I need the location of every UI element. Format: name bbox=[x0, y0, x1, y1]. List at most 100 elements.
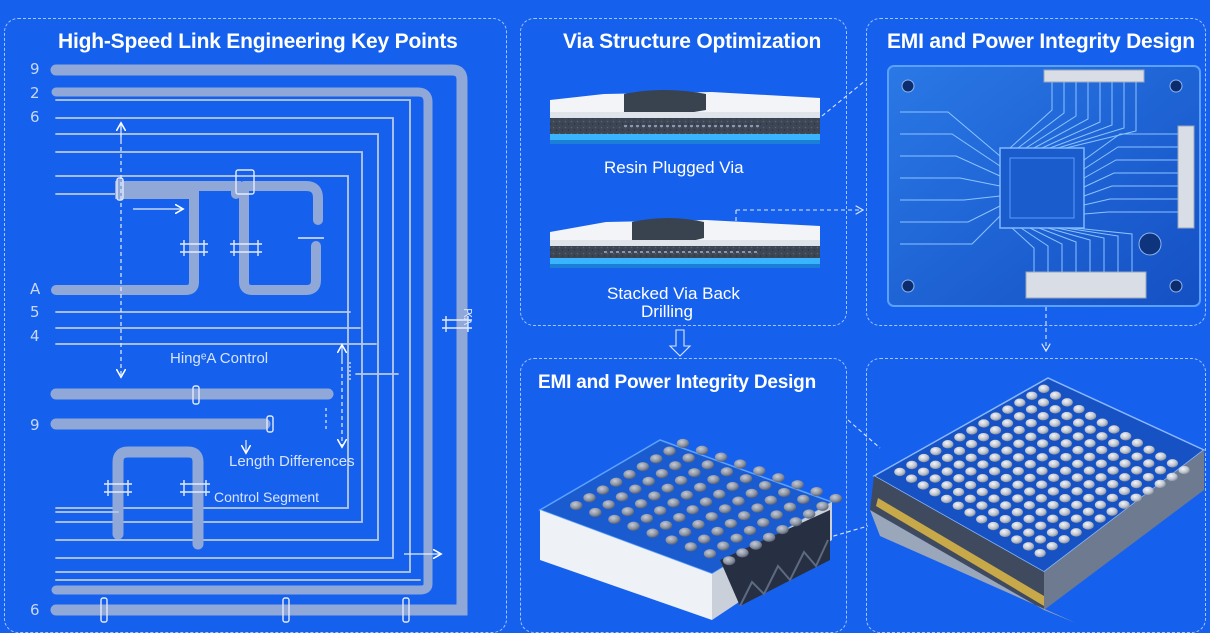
via-panel-frame bbox=[520, 18, 847, 326]
solder-ball bbox=[894, 467, 906, 477]
solder-ball bbox=[646, 528, 659, 538]
solder-ball bbox=[688, 468, 701, 478]
solder-ball bbox=[1025, 418, 1037, 428]
solder-ball bbox=[1048, 446, 1060, 455]
solder-ball bbox=[751, 503, 764, 513]
pcb-trace bbox=[1047, 227, 1091, 272]
solder-ball bbox=[941, 494, 953, 504]
control-segment-label: Control Segment bbox=[214, 489, 320, 505]
solder-ball bbox=[734, 459, 747, 469]
solder-ball bbox=[1059, 507, 1071, 517]
solder-ball bbox=[1037, 439, 1049, 448]
solder-ball bbox=[1083, 480, 1095, 489]
solder-ball bbox=[990, 412, 1002, 421]
solder-ball bbox=[1154, 466, 1167, 475]
solder-ball bbox=[918, 453, 930, 463]
solder-ball bbox=[797, 494, 810, 504]
solder-ball bbox=[1130, 479, 1143, 489]
solder-ball bbox=[663, 446, 676, 456]
solder-ball bbox=[816, 501, 829, 511]
solder-ball bbox=[1011, 535, 1023, 544]
resin-plugged-via-graphic bbox=[550, 90, 820, 144]
solder-ball bbox=[615, 492, 629, 502]
solder-ball bbox=[705, 512, 718, 522]
pcb-trace bbox=[900, 215, 1001, 245]
solder-ball bbox=[1096, 445, 1108, 455]
solder-ball bbox=[673, 512, 686, 523]
solder-ball bbox=[642, 476, 655, 486]
solder-ball bbox=[1082, 521, 1094, 530]
solder-ball bbox=[965, 453, 977, 462]
solder-ball bbox=[1012, 480, 1024, 490]
solder-ball bbox=[764, 495, 778, 505]
solder-ball bbox=[1154, 479, 1166, 489]
solder-ball bbox=[596, 485, 610, 495]
pcb-trace bbox=[900, 133, 1001, 167]
solder-ball bbox=[682, 453, 695, 463]
solder-ball bbox=[732, 496, 745, 506]
pcb-traces bbox=[900, 82, 1178, 272]
pcb-trace bbox=[900, 205, 1001, 223]
solder-ball bbox=[930, 446, 942, 456]
bga-board-small-graphic bbox=[538, 439, 834, 620]
solder-ball bbox=[1106, 493, 1119, 503]
solder-ball bbox=[1070, 514, 1083, 523]
solder-ball bbox=[659, 520, 673, 530]
solder-ball bbox=[1118, 500, 1130, 509]
solder-ball bbox=[1085, 411, 1097, 421]
side-number: 5 bbox=[30, 303, 40, 321]
solder-ball bbox=[1001, 432, 1013, 442]
solder-ball bbox=[1037, 412, 1049, 421]
solder-ball bbox=[1143, 445, 1155, 454]
solder-ball bbox=[1046, 528, 1059, 537]
pcb-trace bbox=[1083, 198, 1178, 206]
solder-ball bbox=[1071, 487, 1083, 496]
solder-ball bbox=[1142, 472, 1155, 482]
solder-ball bbox=[1049, 418, 1061, 428]
solder-ball bbox=[999, 514, 1011, 524]
pcb-board-graphic bbox=[887, 65, 1201, 307]
solder-ball bbox=[1061, 425, 1073, 434]
pcb-trace bbox=[1065, 82, 1137, 149]
solder-ball bbox=[1143, 459, 1155, 468]
solder-ball bbox=[1071, 500, 1083, 510]
solder-ball bbox=[1071, 473, 1083, 482]
pcb-trace bbox=[1041, 82, 1101, 149]
solder-ball bbox=[714, 452, 728, 462]
solder-ball bbox=[802, 509, 816, 519]
solder-ball bbox=[1131, 438, 1143, 448]
solder-ball bbox=[1012, 466, 1024, 476]
side-number: A bbox=[30, 280, 41, 298]
solder-ball bbox=[1118, 486, 1131, 496]
solder-ball bbox=[1142, 486, 1154, 496]
solder-ball bbox=[776, 524, 789, 535]
solder-ball bbox=[789, 517, 802, 527]
solder-ball bbox=[1072, 446, 1084, 455]
solder-ball bbox=[722, 556, 736, 566]
solder-ball bbox=[953, 487, 965, 497]
solder-ball bbox=[1023, 528, 1035, 537]
solder-ball bbox=[1001, 419, 1014, 428]
solder-ball bbox=[1060, 452, 1072, 462]
solder-ball bbox=[713, 489, 726, 499]
solder-ball bbox=[1038, 384, 1050, 394]
solder-ball bbox=[1036, 453, 1048, 462]
solder-ball bbox=[988, 494, 1000, 503]
solder-ball bbox=[989, 467, 1001, 476]
solder-ball bbox=[762, 532, 776, 542]
pcb-trace bbox=[1017, 82, 1065, 149]
solder-ball bbox=[1070, 528, 1082, 537]
solder-ball bbox=[989, 426, 1002, 435]
solder-ball bbox=[1036, 466, 1048, 476]
solder-ball bbox=[1106, 507, 1118, 516]
solder-ball bbox=[977, 474, 989, 483]
solder-ball bbox=[1096, 432, 1108, 441]
solder-ball bbox=[989, 453, 1001, 462]
solder-ball bbox=[1013, 425, 1025, 435]
solder-ball bbox=[1049, 405, 1061, 414]
solder-ball bbox=[608, 514, 621, 524]
solder-ball bbox=[661, 483, 674, 493]
solder-ball bbox=[1011, 508, 1023, 517]
solder-ball bbox=[1058, 535, 1070, 544]
solder-ball bbox=[1047, 514, 1059, 524]
